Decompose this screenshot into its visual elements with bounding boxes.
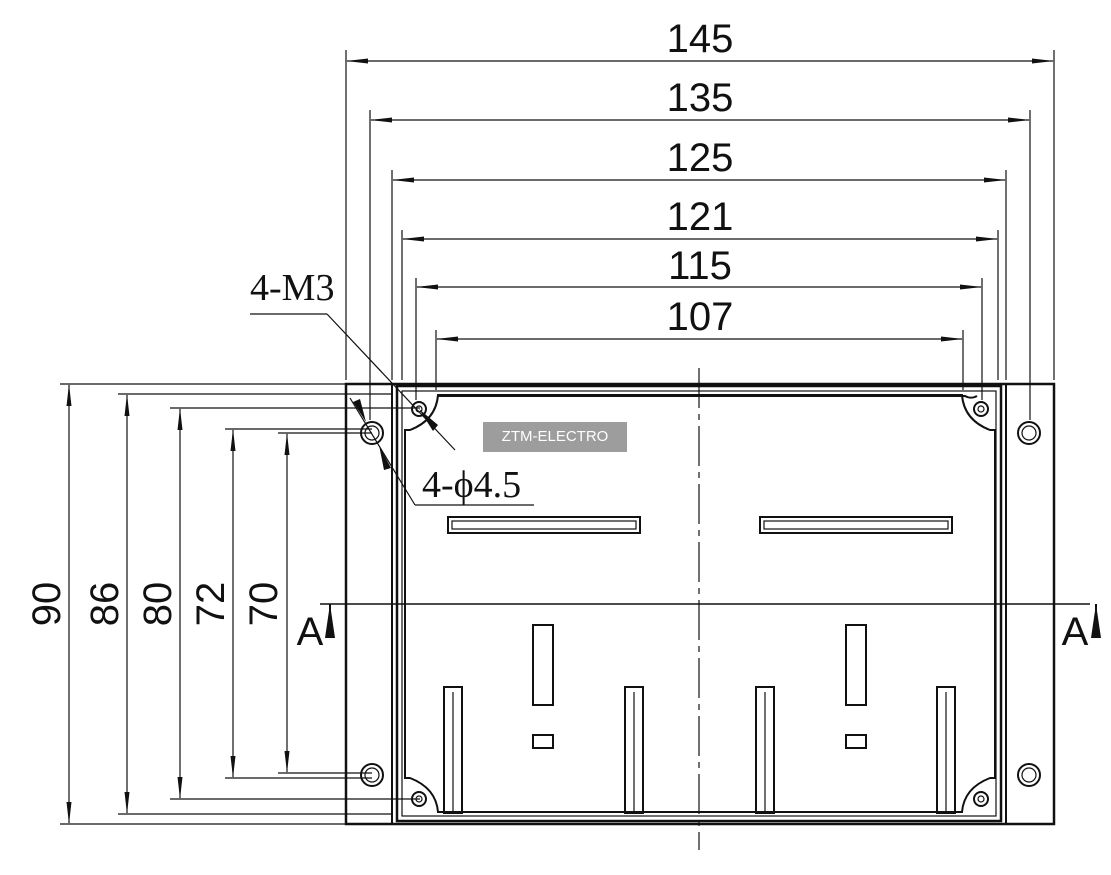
watermark: ZTM-ELECTRO: [483, 422, 627, 452]
thread-hole-top-right-inner: [977, 405, 985, 413]
small-slot-left: [532, 734, 554, 749]
centerlines: A A: [297, 368, 1101, 850]
dim-label-70: 70: [242, 582, 286, 627]
section-label-left: A: [297, 610, 324, 654]
dim-label-80: 80: [136, 582, 180, 627]
thread-hole-bottom-left: [411, 791, 427, 807]
hole-note: 4-ϕ4.5: [422, 464, 521, 506]
dim-label-107: 107: [667, 295, 734, 339]
dim-label-125: 125: [667, 136, 734, 180]
rail-right: [759, 516, 953, 534]
flange-hole-bottom-right: [1017, 763, 1041, 787]
rail-right-inner: [763, 520, 949, 530]
thread-note: 4-M3: [250, 267, 334, 309]
dim-label-121: 121: [667, 195, 734, 239]
vertical-dimensions: 90 86 80 72 70: [25, 383, 420, 825]
dim-label-115: 115: [668, 244, 732, 288]
thread-hole-bottom-left-inner: [415, 795, 423, 803]
flange-hole-bottom-left-inner: [364, 767, 380, 783]
thread-hole-bottom-right: [973, 791, 989, 807]
thread-hole-bottom-right-inner: [977, 795, 985, 803]
flange-hole-top-right-inner: [1021, 425, 1037, 441]
thread-hole-top-right: [973, 401, 989, 417]
flange-hole-bottom-left: [360, 763, 384, 787]
mounting-holes: [360, 401, 1041, 807]
flange-hole-top-left: [360, 421, 384, 445]
rail-left: [447, 516, 641, 534]
cavity-top-edge: [437, 395, 978, 399]
dim-label-145: 145: [667, 17, 734, 61]
flange-hole-bottom-right-inner: [1021, 767, 1037, 783]
dim-label-86: 86: [83, 582, 127, 627]
dim-label-90: 90: [25, 582, 69, 627]
rail-left-inner: [451, 520, 637, 530]
section-arrow-left-head: [325, 604, 335, 638]
inner-cavity: [404, 394, 996, 813]
flange-hole-top-right: [1017, 421, 1041, 445]
small-slot-right: [845, 734, 867, 749]
hole-note-arrow-top: [353, 399, 366, 422]
slot-right: [845, 624, 867, 706]
hole-note-leader: [349, 397, 416, 506]
internal-features: [443, 516, 956, 814]
dim-label-72: 72: [189, 582, 233, 627]
section-arrow-right-head: [1091, 604, 1101, 638]
horizontal-dimensions: 145 135 125 121 115 107: [345, 17, 1055, 420]
leader-notes: 4-M3 4-ϕ4.5: [250, 267, 534, 506]
flange-hole-top-left-inner: [364, 425, 380, 441]
section-label-right: A: [1062, 610, 1089, 654]
thread-hole-top-left: [411, 401, 427, 417]
thread-note-arrow: [419, 409, 438, 431]
slot-left: [532, 624, 554, 706]
hole-note-arrow-bottom: [379, 445, 391, 470]
dim-label-135: 135: [667, 76, 734, 120]
